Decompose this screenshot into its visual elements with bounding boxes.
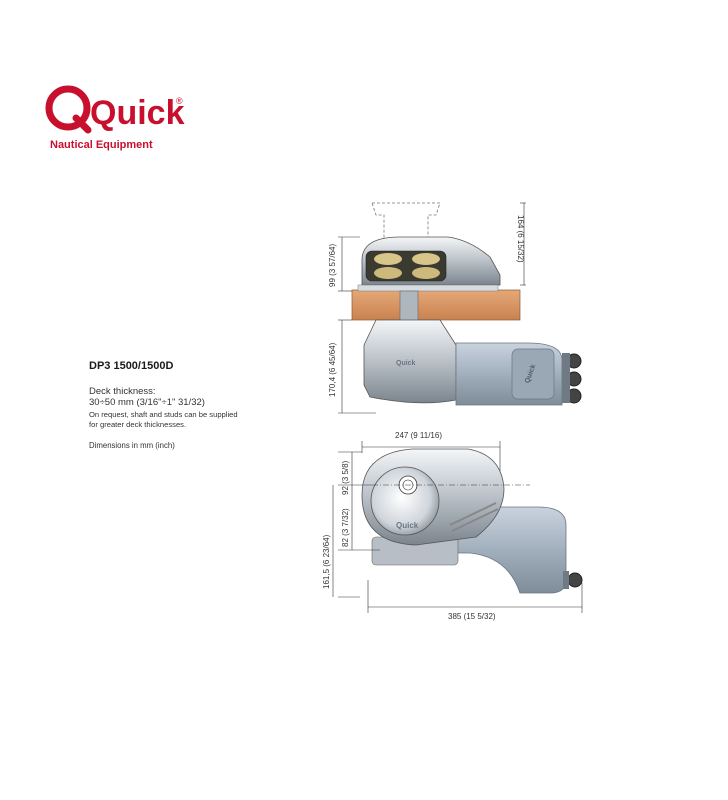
chain-drum-top: [370, 466, 440, 536]
dim-height-top: 164 (6 15/32): [516, 215, 525, 263]
terminal-block-top: [563, 571, 569, 589]
logo-brand: Quick: [90, 94, 185, 132]
deck-thickness-label: Deck thickness:: [89, 386, 156, 397]
dim-height-above-deck: 99 (3 57/64): [328, 244, 337, 287]
terminal-top: [567, 572, 583, 588]
spec-block: DP3 1500/1500D Deck thickness: 30÷50 mm …: [89, 360, 319, 450]
dim-depth-rear: 82 (3 7/32): [341, 508, 350, 547]
gypsy-pocket: [374, 253, 402, 265]
drum-badge: Quick: [396, 521, 419, 530]
gypsy-pocket: [374, 267, 402, 279]
side-view: Quick Quick 164 (6 15/32) 99 (3 57/64) 1…: [328, 202, 582, 414]
shaft-note: On request, shaft and studs can be suppl…: [89, 410, 319, 429]
dim-width: 247 (9 11/16): [395, 431, 442, 440]
shaft-note-line2: for greater deck thicknesses.: [89, 419, 187, 429]
units-note: Dimensions in mm (inch): [89, 441, 175, 450]
shaft-note-line1: On request, shaft and studs can be suppl…: [89, 410, 238, 419]
logo-subtitle: Nautical Equipment: [50, 139, 153, 151]
windlass-technical-drawing: Quick Quick 164 (6 15/32) 99 (3 57/64) 1…: [300, 185, 600, 630]
dim-total-depth: 161,5 (6 23/64): [322, 534, 331, 589]
top-view: 247 (9 11/16) Quick: [322, 431, 583, 621]
quick-logo: Quick ® Nautical Equipment: [40, 80, 190, 155]
dim-depth-front: 92 (3 5/8): [341, 460, 350, 495]
terminal-block: [562, 353, 570, 403]
logo-registered: ®: [176, 96, 183, 106]
dim-height-below-deck: 170,4 (6 45/64): [328, 342, 337, 397]
model-title: DP3 1500/1500D: [89, 360, 174, 372]
base-plate: [357, 284, 499, 292]
dim-total-length: 385 (15 5/32): [448, 612, 496, 621]
motor-cover: [511, 348, 555, 400]
capstan-outline-dashed: [371, 202, 441, 241]
gypsy-pocket: [412, 253, 440, 265]
deck-plank: [351, 289, 521, 321]
gearbox-badge: Quick: [396, 360, 416, 367]
gypsy-pocket: [412, 267, 440, 279]
deck-thickness-value: 30÷50 mm (3/16"÷1" 31/32): [89, 397, 205, 408]
